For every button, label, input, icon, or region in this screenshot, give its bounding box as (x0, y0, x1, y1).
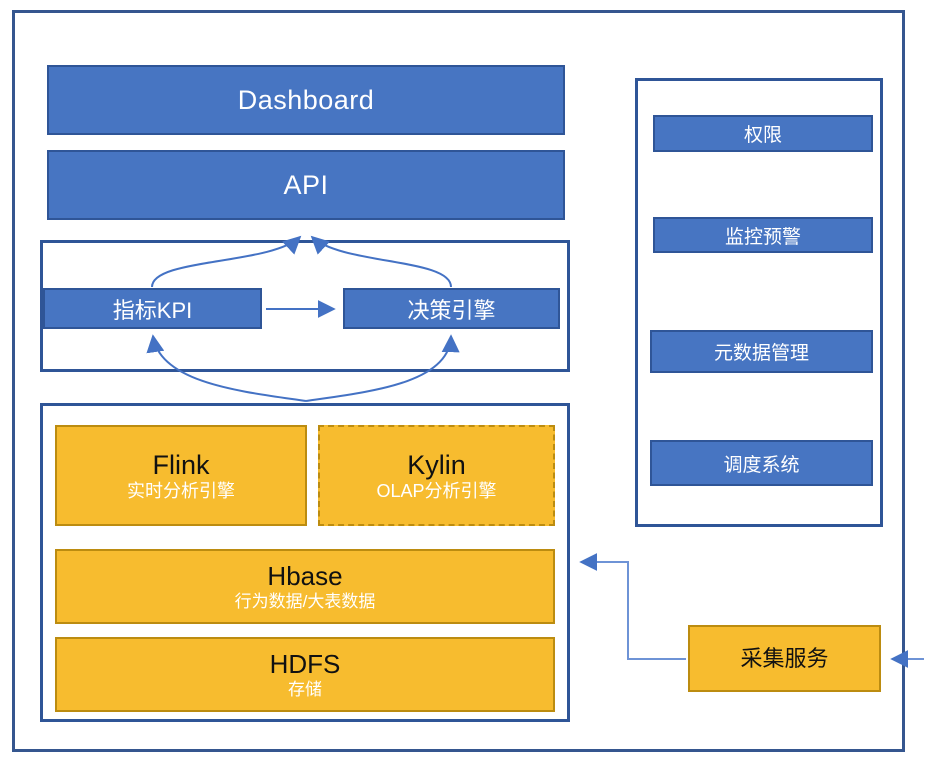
hbase-title: Hbase (267, 560, 343, 591)
collect-service-node: 采集服务 (688, 625, 881, 692)
flink-node: Flink 实时分析引擎 (55, 425, 307, 526)
kpi-node: 指标KPI (43, 288, 262, 329)
dashboard-node: Dashboard (47, 65, 565, 135)
permission-label: 权限 (743, 125, 782, 146)
permission-node: 权限 (653, 115, 873, 152)
metadata-management-node: 元数据管理 (650, 330, 873, 373)
collect-service-label: 采集服务 (740, 645, 829, 671)
hbase-subtitle: 行为数据/大表数据 (234, 591, 376, 611)
kylin-subtitle: OLAP分析引擎 (376, 480, 497, 501)
scheduler-node: 调度系统 (650, 440, 873, 486)
metadata-management-label: 元数据管理 (713, 343, 809, 364)
kylin-node: Kylin OLAP分析引擎 (318, 425, 555, 526)
hdfs-title: HDFS (269, 648, 341, 679)
kpi-label: 指标KPI (112, 297, 193, 323)
monitor-alert-node: 监控预警 (653, 217, 873, 253)
api-node: API (47, 150, 565, 220)
dashboard-label: Dashboard (237, 84, 375, 115)
diagram-outer-frame (12, 10, 905, 752)
api-label: API (283, 169, 329, 200)
flink-title: Flink (152, 449, 210, 480)
hdfs-node: HDFS 存储 (55, 637, 555, 712)
scheduler-label: 调度系统 (723, 454, 800, 476)
decision-engine-node: 决策引擎 (343, 288, 560, 329)
kylin-title: Kylin (407, 449, 466, 480)
hdfs-subtitle: 存储 (288, 679, 322, 699)
hbase-node: Hbase 行为数据/大表数据 (55, 549, 555, 624)
monitor-alert-label: 监控预警 (724, 226, 801, 248)
decision-engine-label: 决策引擎 (407, 297, 496, 323)
flink-subtitle: 实时分析引擎 (127, 480, 235, 501)
